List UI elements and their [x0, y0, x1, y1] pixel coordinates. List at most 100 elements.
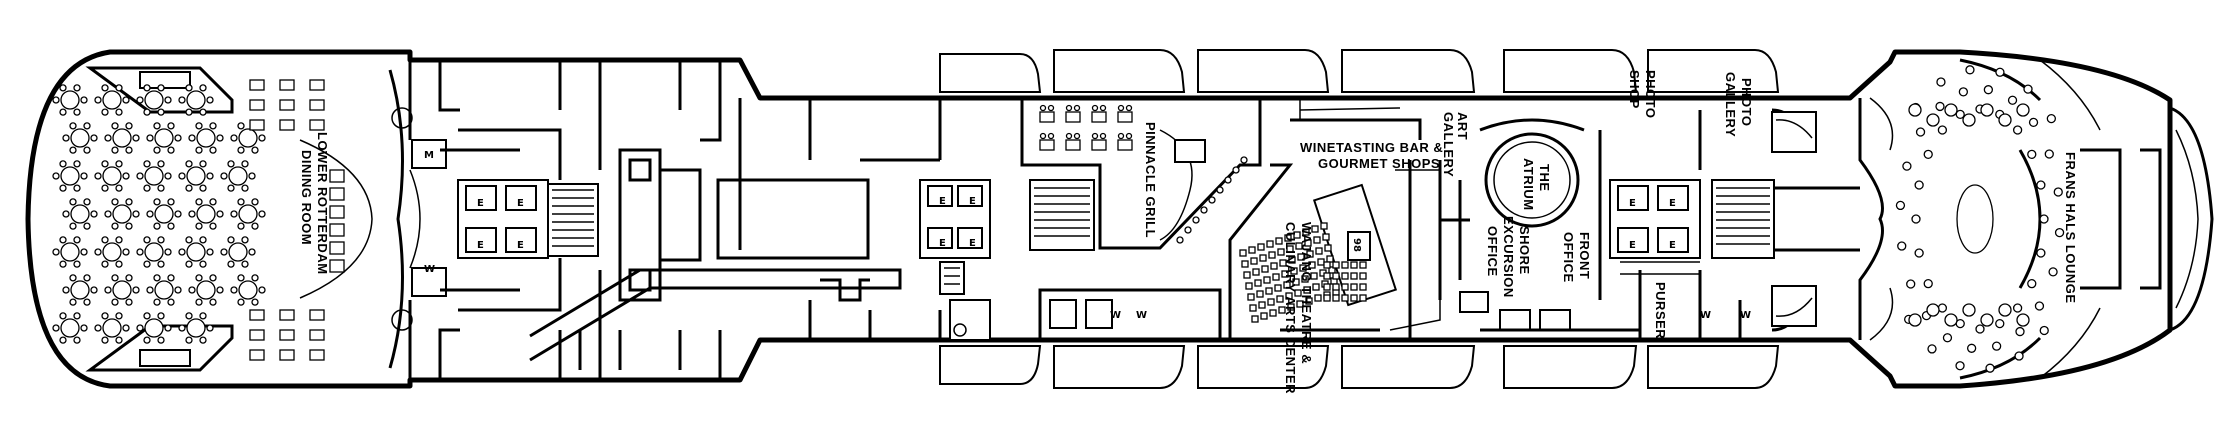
- dining-booth: [249, 349, 265, 361]
- dining-chair: [199, 184, 207, 192]
- dining-chair: [104, 134, 112, 142]
- dining-chair: [206, 172, 214, 180]
- dining-chair: [251, 222, 259, 230]
- dining-chair: [143, 336, 151, 344]
- dining-chair: [125, 298, 133, 306]
- elevator-marker: E: [517, 198, 524, 209]
- theatre-seat: [1268, 251, 1276, 259]
- dining-booth: [309, 329, 325, 341]
- theatre-seat: [1245, 282, 1253, 290]
- label-shore-office: OFFICE: [1485, 226, 1500, 277]
- label-dining-room: DINING ROOM: [299, 150, 314, 245]
- theatre-seat: [1350, 283, 1358, 291]
- lounge-chair: [1902, 161, 1912, 171]
- bow-bumper: [2169, 106, 2214, 332]
- dining-booth: [309, 349, 325, 361]
- dining-table: [102, 166, 122, 186]
- dining-chair: [199, 160, 207, 168]
- lounge-chair: [1985, 363, 1995, 373]
- grill-chair: [1039, 132, 1047, 140]
- label-winetasting: WINETASTING BAR &: [1300, 140, 1443, 155]
- theatre-seat: [1296, 300, 1304, 308]
- dining-chair: [94, 172, 102, 180]
- lounge-table: [2016, 103, 2030, 117]
- theatre-seat: [1313, 236, 1321, 244]
- dining-chair: [111, 122, 119, 130]
- dining-chair: [132, 210, 140, 218]
- dining-chair: [143, 260, 151, 268]
- lounge-chair: [2027, 149, 2037, 159]
- dining-chair: [59, 84, 67, 92]
- lounge-chair: [2036, 180, 2046, 190]
- grill-bar-stool: [1216, 186, 1224, 194]
- dining-chair: [195, 146, 203, 154]
- dining-table: [102, 90, 122, 110]
- dining-chair: [73, 184, 81, 192]
- dining-booth: [279, 309, 295, 321]
- theatre-seat: [1341, 294, 1349, 302]
- dining-chair: [164, 248, 172, 256]
- dining-chair: [220, 248, 228, 256]
- restroom-marker: W: [1700, 310, 1711, 321]
- theatre-seat: [1332, 283, 1340, 291]
- dining-chair: [237, 274, 245, 282]
- dining-chair: [195, 198, 203, 206]
- dining-chair: [237, 222, 245, 230]
- dining-chair: [237, 198, 245, 206]
- grill-chair: [1047, 104, 1055, 112]
- dining-table: [60, 242, 80, 262]
- dining-chair: [146, 286, 154, 294]
- center-corridor: [529, 98, 991, 370]
- dining-chair: [125, 146, 133, 154]
- grill-bar-stool: [1224, 176, 1232, 184]
- theatre-seat: [1272, 273, 1280, 281]
- dining-chair: [157, 160, 165, 168]
- grill-bar-stool: [1176, 236, 1184, 244]
- dining-booth: [279, 329, 295, 341]
- dining-chair: [73, 312, 81, 320]
- label-wajang-theatre: WAJANG THEATRE &: [1299, 222, 1314, 364]
- dining-chair: [73, 108, 81, 116]
- dining-chair: [73, 160, 81, 168]
- lounge-chair: [2039, 214, 2049, 224]
- lounge-chair: [2053, 187, 2063, 197]
- lounge-table: [1908, 313, 1922, 327]
- theatre-seat: [1314, 294, 1322, 302]
- theatre-seat: [1350, 261, 1358, 269]
- dining-chair: [209, 122, 217, 130]
- lounge-chair: [2007, 95, 2018, 105]
- lounge-chair: [2048, 267, 2058, 277]
- dining-chair: [143, 160, 151, 168]
- theatre-seat: [1251, 315, 1259, 323]
- theatre-seat: [1341, 261, 1349, 269]
- elevator-marker: E: [1669, 198, 1676, 209]
- dining-chair: [115, 312, 123, 320]
- dining-chair: [101, 184, 109, 192]
- dining-table: [196, 128, 216, 148]
- theatre-seat: [1243, 271, 1251, 279]
- dining-booth: [309, 79, 325, 91]
- lounge-chair: [1975, 324, 1985, 334]
- dining-chair: [251, 146, 259, 154]
- dining-chair: [101, 84, 109, 92]
- theatre-seat: [1350, 294, 1358, 302]
- theatre-seat: [1277, 248, 1285, 256]
- dining-table: [228, 242, 248, 262]
- grill-table: [1039, 139, 1055, 151]
- grill-table: [1117, 111, 1133, 123]
- restroom-marker: W: [1136, 310, 1147, 321]
- lounge-chair: [1955, 361, 1965, 371]
- dining-chair: [73, 260, 81, 268]
- dining-table: [112, 204, 132, 224]
- dining-chair: [164, 96, 172, 104]
- theatre-seat: [1294, 289, 1302, 297]
- theatre-seat: [1265, 287, 1273, 295]
- dining-table: [238, 128, 258, 148]
- theatre-seat: [1283, 281, 1291, 289]
- dining-chair: [188, 210, 196, 218]
- dining-chair: [157, 312, 165, 320]
- dining-table: [154, 280, 174, 300]
- ship-hull: [25, 49, 2173, 389]
- dining-chair: [69, 198, 77, 206]
